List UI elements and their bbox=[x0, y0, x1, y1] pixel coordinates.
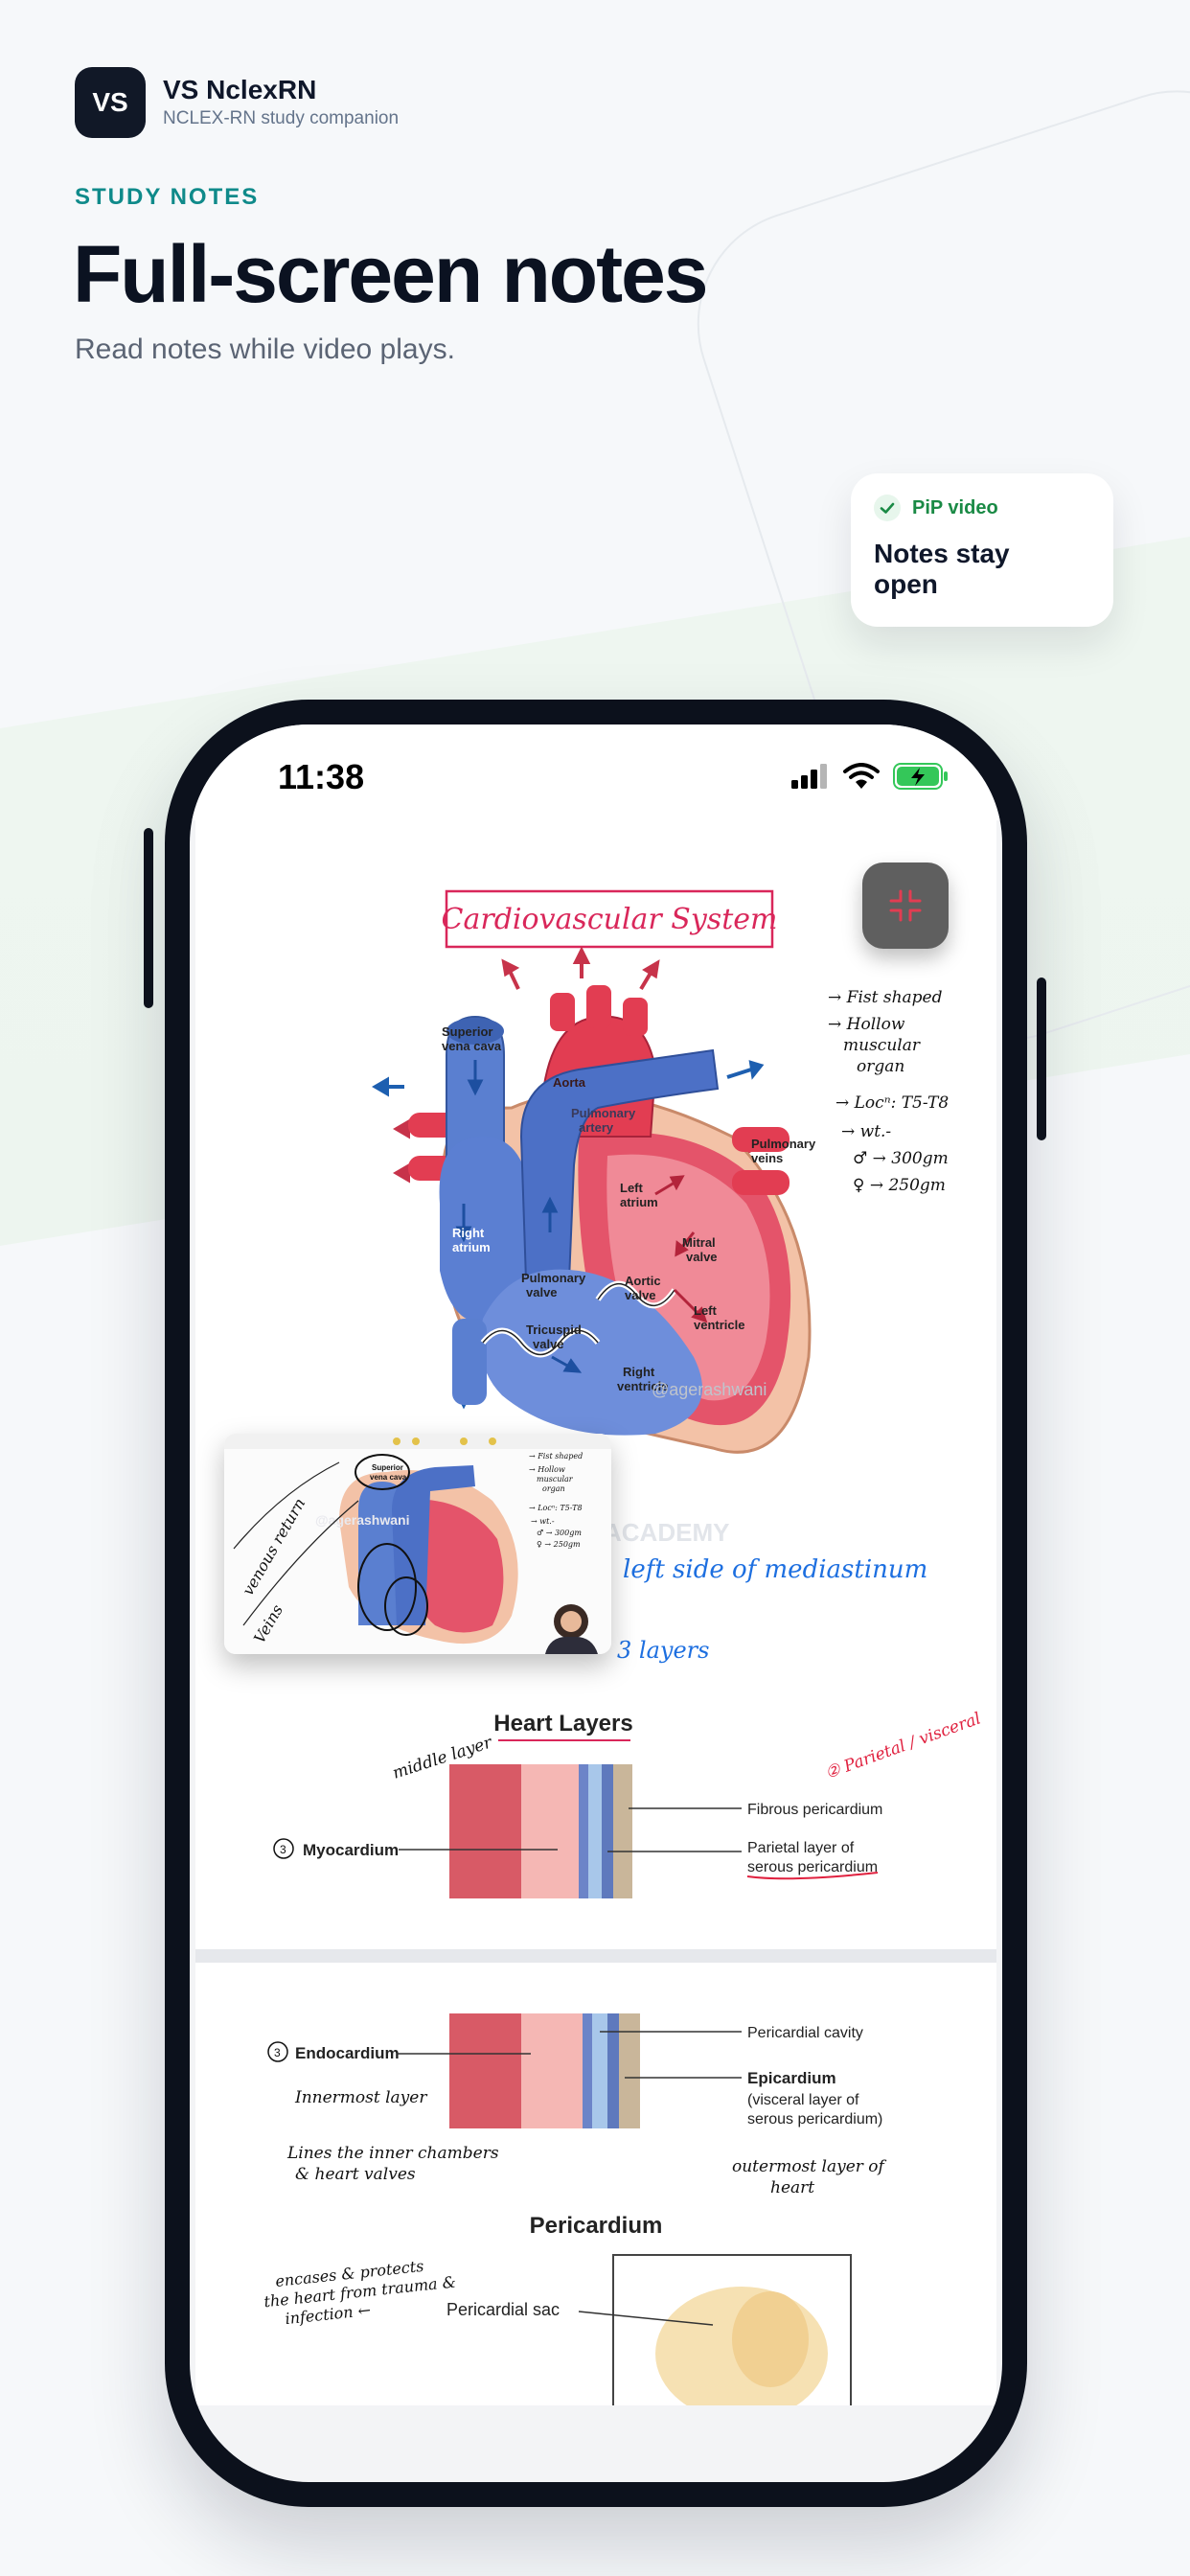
headline: Full-screen notes bbox=[73, 229, 709, 319]
svg-text:→ Fist shaped: → Fist shaped bbox=[828, 988, 943, 1007]
svg-text:→ wt.-: → wt.- bbox=[841, 1122, 891, 1141]
svg-text:→ wt.-: → wt.- bbox=[531, 1517, 555, 1526]
blue-note-mediastinum: left side of mediastinum bbox=[623, 1555, 927, 1584]
battery-charging-icon bbox=[893, 763, 949, 794]
top-arrows bbox=[501, 946, 660, 991]
svg-text:→ Locⁿ: T5-T8: → Locⁿ: T5-T8 bbox=[835, 1093, 949, 1113]
svg-text:3: 3 bbox=[274, 2046, 281, 2059]
notes-title: Cardiovascular System bbox=[442, 903, 778, 936]
eyebrow-label: STUDY NOTES bbox=[75, 184, 260, 210]
pip-video-frame: Superior vena cava @agerashwani venous r… bbox=[224, 1434, 611, 1654]
svg-text:muscular: muscular bbox=[843, 1036, 921, 1055]
svg-text:→ Hollow: → Hollow bbox=[828, 1015, 905, 1034]
collapse-icon bbox=[889, 889, 922, 922]
phone-side-button-left bbox=[144, 828, 153, 1008]
pip-watermark: @agerashwani bbox=[315, 1512, 409, 1528]
subheadline: Read notes while video plays. bbox=[75, 334, 455, 365]
layers-diagram-top bbox=[449, 1764, 632, 1898]
status-icons bbox=[791, 763, 949, 794]
svg-text:organ: organ bbox=[542, 1484, 565, 1493]
app-name: VS NclexRN bbox=[163, 75, 317, 104]
side-notes: → Fist shaped → Hollow muscular organ → … bbox=[828, 988, 949, 1195]
phone-screen: 11:38 bbox=[190, 724, 1002, 2482]
svg-text:Superior: Superior bbox=[372, 1463, 403, 1472]
blue-note-layers: 3 layers bbox=[617, 1637, 709, 1664]
svg-text:organ: organ bbox=[857, 1057, 904, 1076]
phone-frame: 11:38 bbox=[144, 700, 1046, 2507]
notes-canvas[interactable]: Cardiovascular System bbox=[195, 820, 996, 2405]
app-meta: VS NclexRN NCLEX-RN study companion bbox=[163, 74, 399, 131]
heart-layers-title: Heart Layers bbox=[493, 1711, 632, 1736]
app-tagline: NCLEX-RN study companion bbox=[163, 108, 400, 128]
svg-text:muscular: muscular bbox=[537, 1475, 574, 1484]
page-divider bbox=[195, 1949, 996, 1963]
pip-video-window[interactable]: Superior vena cava @agerashwani venous r… bbox=[224, 1434, 611, 1654]
svg-text:Aorta: Aorta bbox=[553, 1075, 586, 1090]
svg-text:→ Fist shaped: → Fist shaped bbox=[529, 1452, 583, 1460]
svg-text:3: 3 bbox=[280, 1843, 286, 1856]
feature-badge-label: PiP video bbox=[912, 496, 998, 518]
pericardial-cavity-label: Pericardial cavity bbox=[747, 2025, 863, 2041]
notes-drawing: Cardiovascular System bbox=[262, 889, 984, 2405]
svg-text:Lines the inner chambers& hear: Lines the inner chambers& heart valves bbox=[286, 2144, 499, 2184]
epicardium-label: Epicardium bbox=[747, 2069, 836, 2087]
presenter-avatar bbox=[545, 1604, 598, 1654]
myocardium-label: Myocardium bbox=[303, 1841, 399, 1859]
watermark-name: @agerashwani bbox=[652, 1380, 767, 1399]
layers-diagram-bottom bbox=[449, 2013, 640, 2128]
fibrous-pericardium-label: Fibrous pericardium bbox=[747, 1802, 882, 1818]
watermark-academy: ACADEMY bbox=[604, 1518, 729, 1547]
svg-text:→ Locⁿ: T5-T8: → Locⁿ: T5-T8 bbox=[529, 1504, 583, 1512]
status-bar: 11:38 bbox=[190, 724, 1002, 820]
app-logo: VS bbox=[75, 67, 146, 138]
wifi-icon bbox=[843, 763, 880, 794]
parietal-visceral-note: ② Parietal / visceral bbox=[823, 1709, 984, 1782]
endocardium-label: Endocardium bbox=[295, 2044, 400, 2062]
pericardial-sac-label: Pericardial sac bbox=[446, 2300, 560, 2319]
svg-text:♀ → 250gm: ♀ → 250gm bbox=[537, 1540, 581, 1549]
innermost-note: Innermost layer bbox=[294, 2088, 427, 2107]
pericardium-title: Pericardium bbox=[530, 2213, 663, 2239]
phone-side-button-right bbox=[1037, 978, 1046, 1140]
title-box bbox=[445, 889, 774, 949]
feature-badge: PiP video bbox=[874, 494, 1090, 521]
feature-card-title: Notes stay open bbox=[874, 539, 1010, 599]
feature-card: PiP video Notes stay open bbox=[851, 473, 1113, 627]
signal-icon bbox=[791, 764, 830, 794]
svg-text:♂ → 300gm: ♂ → 300gm bbox=[853, 1149, 949, 1168]
status-time: 11:38 bbox=[278, 757, 365, 796]
svg-text:encases & protectsthe heart fr: encases & protectsthe heart from trauma … bbox=[262, 2254, 459, 2331]
exit-fullscreen-button[interactable] bbox=[862, 862, 949, 949]
svg-text:vena cava: vena cava bbox=[370, 1473, 407, 1482]
svg-text:→ Hollow: → Hollow bbox=[529, 1465, 565, 1474]
app-header: VS VS NclexRN NCLEX-RN study companion bbox=[75, 67, 399, 138]
check-icon bbox=[874, 494, 901, 521]
svg-text:♂ → 300gm: ♂ → 300gm bbox=[537, 1529, 582, 1537]
svg-text:♀ → 250gm: ♀ → 250gm bbox=[853, 1176, 946, 1195]
